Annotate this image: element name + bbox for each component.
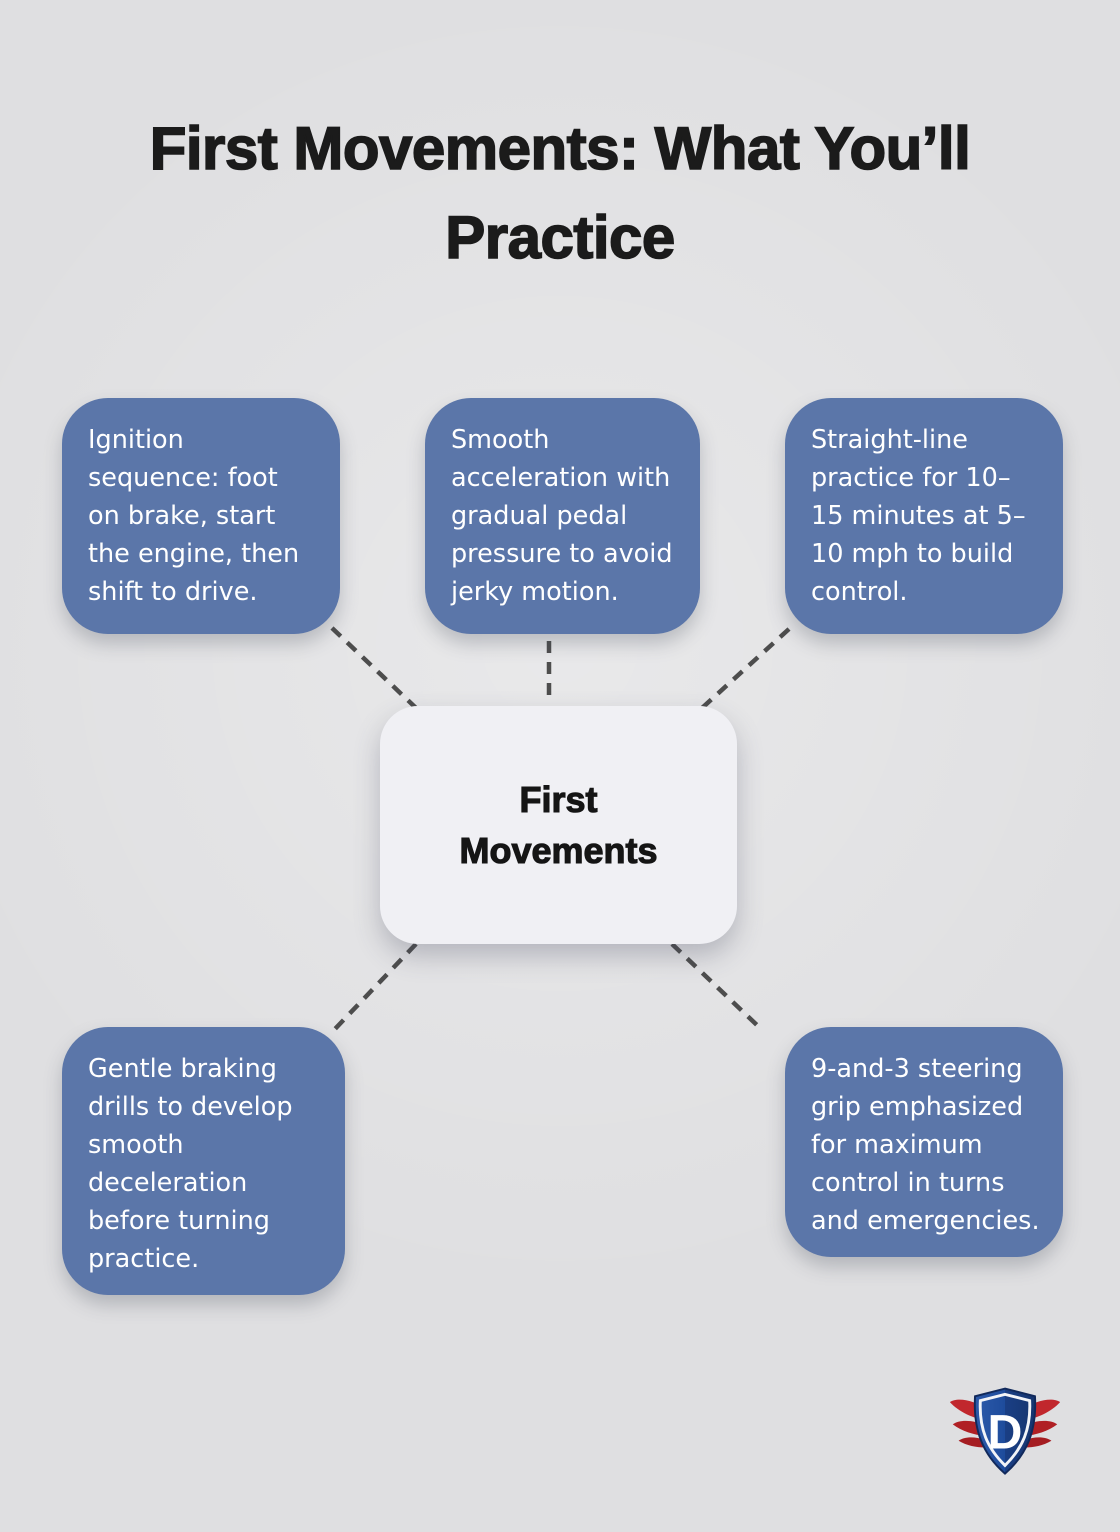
driving-school-logo: D bbox=[949, 1387, 1061, 1475]
node-steering-grip-text: 9-and-3 steering grip emphasized for max… bbox=[811, 1054, 1040, 1236]
node-smooth-acceleration: Smooth acceleration with gradual pedal p… bbox=[425, 398, 700, 634]
node-ignition-sequence-text: Ignition sequence: foot on brake, start … bbox=[88, 425, 300, 607]
node-steering-grip: 9-and-3 steering grip emphasized for max… bbox=[785, 1027, 1063, 1257]
node-gentle-braking-text: Gentle braking drills to develop smooth … bbox=[88, 1054, 293, 1274]
node-smooth-acceleration-text: Smooth acceleration with gradual pedal p… bbox=[451, 425, 673, 607]
connector-bottom-left bbox=[332, 942, 418, 1032]
logo-shield-border bbox=[978, 1392, 1032, 1468]
node-straight-line: Straight-line practice for 10– 15 minute… bbox=[785, 398, 1063, 634]
connector-top-left bbox=[330, 626, 418, 710]
logo-letter: D bbox=[988, 1406, 1023, 1460]
page-title: First Movements: What You’ll Practice bbox=[149, 114, 972, 272]
center-node-label: First Movements bbox=[459, 778, 658, 871]
node-gentle-braking: Gentle braking drills to develop smooth … bbox=[62, 1027, 345, 1295]
node-ignition-sequence: Ignition sequence: foot on brake, start … bbox=[62, 398, 340, 634]
connector-bottom-right bbox=[670, 942, 762, 1030]
connector-top-right bbox=[700, 627, 791, 710]
center-node: First Movements bbox=[380, 706, 737, 944]
node-straight-line-text: Straight-line practice for 10– 15 minute… bbox=[811, 425, 1026, 607]
logo-shield bbox=[973, 1387, 1037, 1475]
